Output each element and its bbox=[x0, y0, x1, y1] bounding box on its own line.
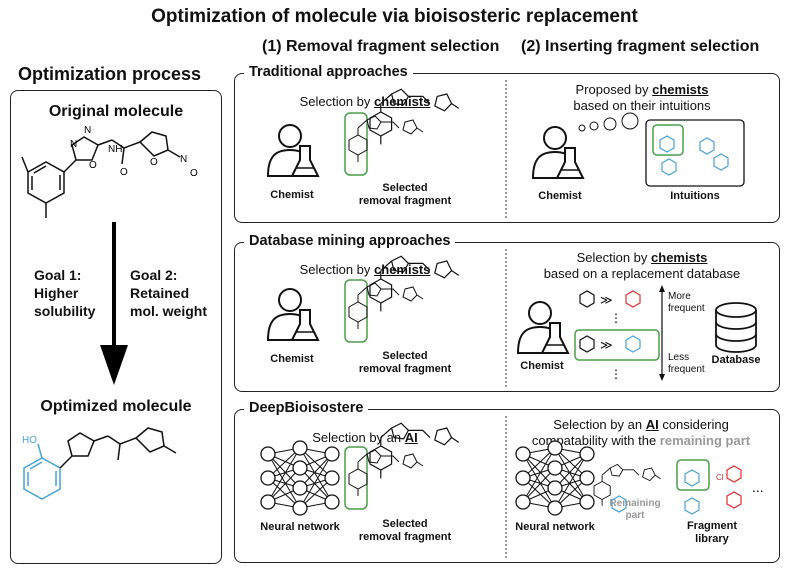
chemist2-icon bbox=[532, 126, 584, 179]
database-icon bbox=[715, 302, 757, 353]
original-molecule-structure bbox=[21, 131, 181, 218]
column-removal-heading: (1) Removal fragment selection bbox=[262, 38, 500, 55]
original-o3: O bbox=[150, 157, 158, 168]
database-chemist2-label: Chemist bbox=[520, 360, 564, 372]
deep-nn2-label: Neural network bbox=[515, 521, 595, 533]
library-ellipsis: ... bbox=[752, 479, 764, 495]
database-chemist-label: Chemist bbox=[270, 353, 314, 365]
database-panel bbox=[234, 242, 780, 392]
intuitions-label: Intuitions bbox=[670, 190, 720, 202]
chemist2-icon-db bbox=[517, 301, 569, 354]
database-label: Database bbox=[711, 354, 761, 366]
thought-bubble-icon bbox=[621, 112, 639, 130]
deepbioisostere-heading: DeepBioisostere bbox=[244, 400, 369, 416]
database-selection-text: Selection by chemists bbox=[299, 262, 431, 277]
column-inserting-heading: (2) Inserting fragment selection bbox=[521, 38, 760, 55]
optimized-ho: HO bbox=[22, 435, 37, 446]
much-greater-symbol: ≫ bbox=[600, 293, 613, 307]
traditional-proposed-text: Proposed by chemists based on their intu… bbox=[573, 82, 711, 113]
original-n-plus: N bbox=[180, 154, 187, 165]
neural-network2-icon bbox=[515, 440, 595, 516]
traditional-heading: Traditional approaches bbox=[244, 64, 413, 80]
svg-text:≫: ≫ bbox=[600, 338, 613, 352]
svg-text:⋮: ⋮ bbox=[610, 367, 622, 381]
database-heading: Database mining approaches bbox=[244, 233, 456, 249]
original-nh: NH bbox=[108, 144, 122, 155]
original-o: O bbox=[89, 160, 97, 171]
chemist-icon-db bbox=[267, 288, 319, 341]
svg-text:⋮: ⋮ bbox=[610, 311, 622, 325]
optimized-molecule-label: Optimized molecule bbox=[40, 398, 192, 415]
optimization-process-heading: Optimization process bbox=[18, 64, 202, 84]
database-right-text: Selection by chemists based on a replace… bbox=[543, 250, 741, 281]
traditional-chemist-label: Chemist bbox=[270, 189, 314, 201]
traditional-chemist2-label: Chemist bbox=[538, 190, 582, 202]
chemist-icon bbox=[267, 124, 319, 177]
original-n2: N bbox=[84, 125, 91, 136]
optimized-molecule-structure bbox=[23, 427, 177, 500]
deep-nn-label: Neural network bbox=[260, 521, 340, 533]
traditional-panel bbox=[234, 73, 780, 223]
cl-label: Cl bbox=[716, 473, 724, 482]
figure-title: Optimization of molecule via bioisosteri… bbox=[151, 6, 638, 27]
original-o2: O bbox=[120, 167, 128, 178]
original-n1: N bbox=[70, 139, 77, 150]
original-o-minus: O bbox=[190, 168, 198, 179]
deep-selection-text: Selection by an AI bbox=[312, 430, 418, 445]
deepbioisostere-panel bbox=[234, 409, 780, 563]
deep-right-text: Selection by an AI considering compatabi… bbox=[531, 417, 751, 448]
fragment-molecule bbox=[348, 115, 424, 163]
intuitions-box bbox=[645, 119, 745, 187]
original-molecule-label: Original molecule bbox=[48, 103, 184, 120]
neural-network-icon bbox=[260, 440, 340, 516]
